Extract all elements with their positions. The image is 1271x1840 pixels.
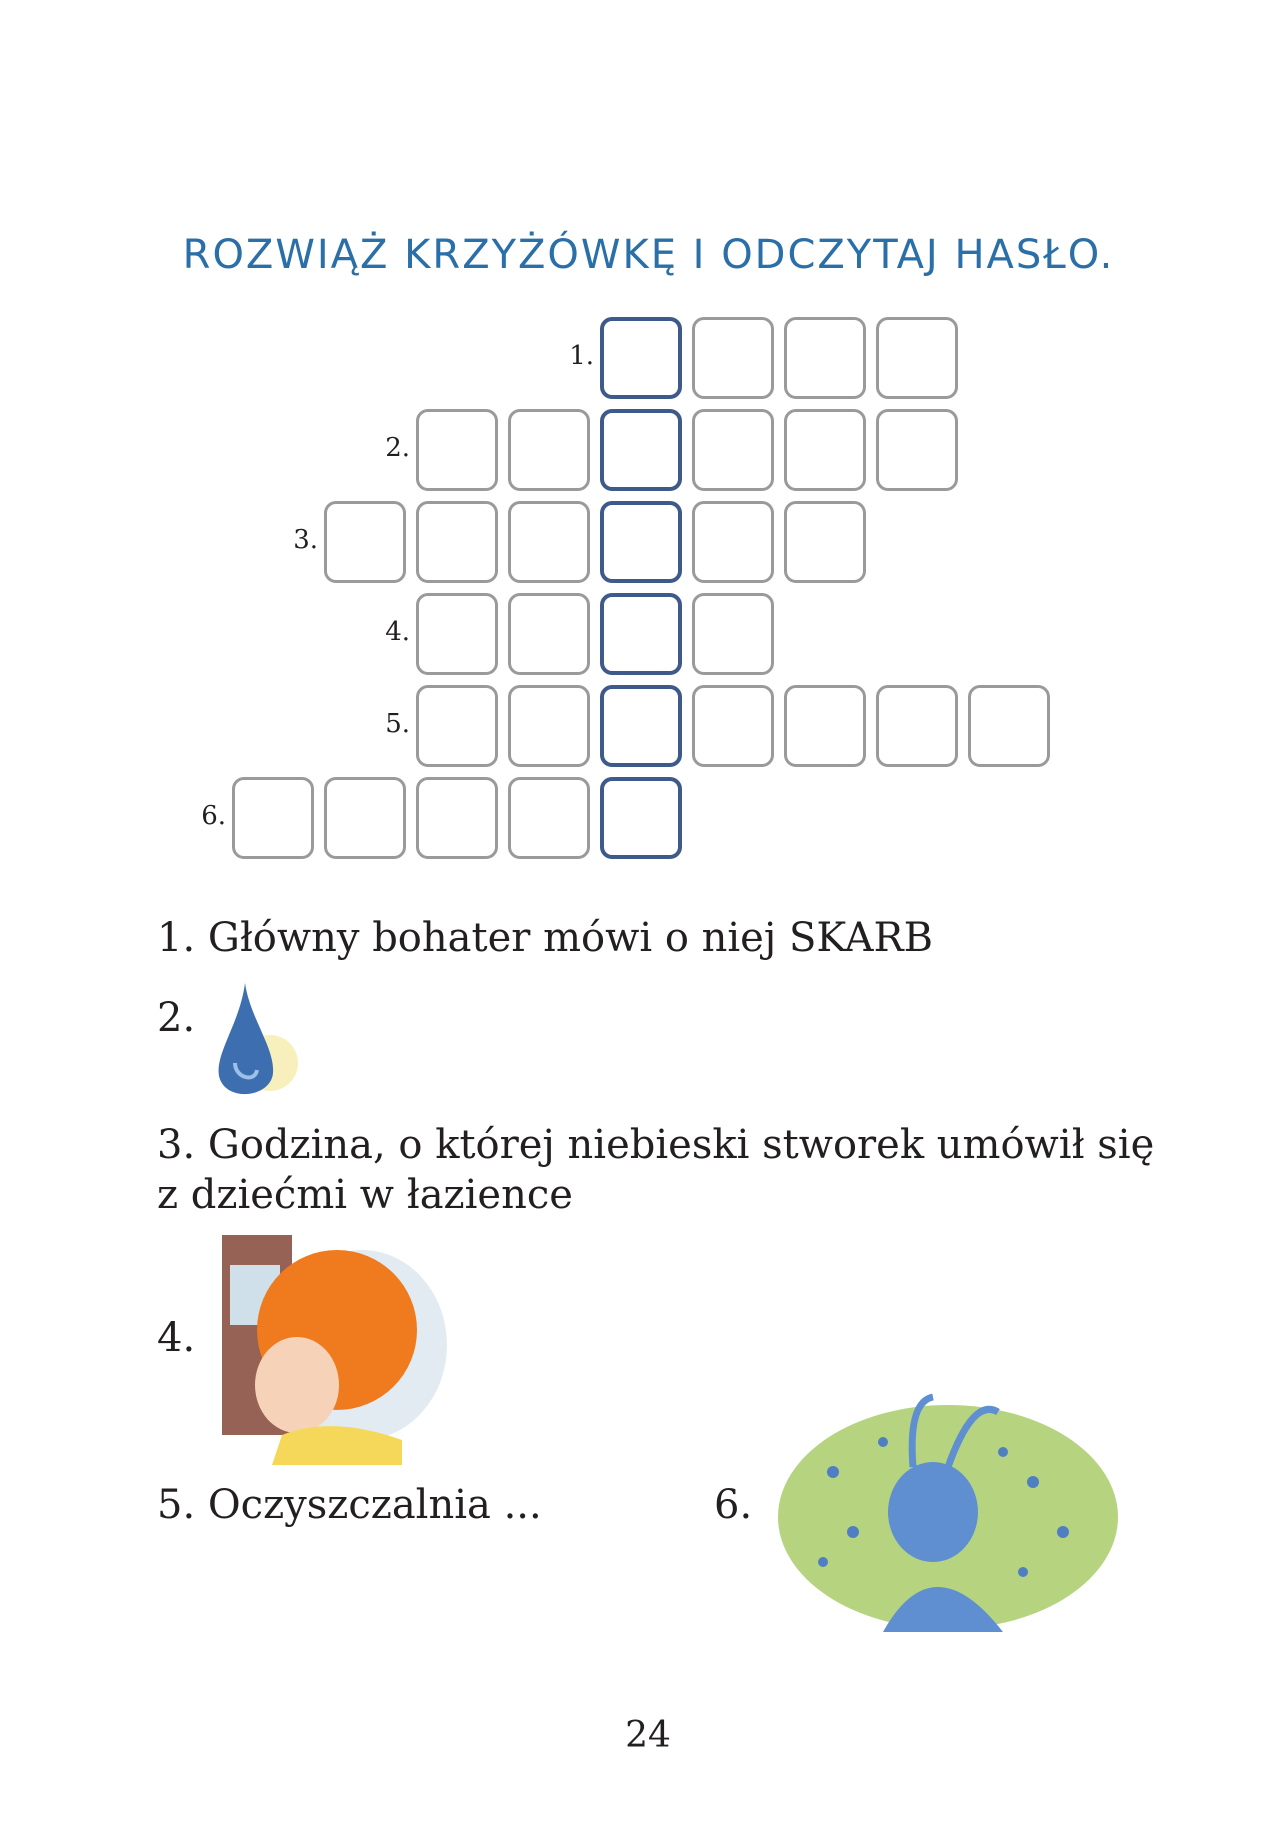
crossword-cell[interactable] [876,685,958,767]
crossword-cell[interactable] [416,409,498,491]
crossword-cell[interactable] [416,593,498,675]
clue-1: 1. Główny bohater mówi o niej SKARB [157,915,934,961]
row-number: 6. [201,801,226,831]
crossword-cell[interactable] [784,317,866,399]
crossword-cell[interactable] [876,409,958,491]
row-number: 4. [385,617,410,647]
crossword-cell[interactable] [692,501,774,583]
crossword-cell[interactable] [876,317,958,399]
blue-water-creature-illustration [778,1393,1118,1632]
crossword-cell[interactable] [508,685,590,767]
clue-5: 5. Oczyszczalnia ... [157,1482,542,1528]
crossword-cell[interactable] [968,685,1050,767]
page-title: ROZWIĄŻ KRZYŻÓWKĘ I ODCZYTAJ HASŁO. [182,232,1115,278]
crossword-cell[interactable] [692,685,774,767]
crossword-cell[interactable] [508,777,590,859]
crossword-cell[interactable] [232,777,314,859]
crossword-cell[interactable] [784,685,866,767]
red-haired-child-illustration [222,1235,447,1465]
clue-3-line1: 3. Godzina, o której niebieski stworek u… [157,1122,1155,1168]
crossword-key-cell[interactable] [600,685,682,767]
crossword-key-cell[interactable] [600,409,682,491]
clue-2-number: 2. [157,995,196,1041]
crossword-cell[interactable] [416,777,498,859]
crossword-cell[interactable] [416,685,498,767]
crossword-cell[interactable] [692,409,774,491]
crossword-key-cell[interactable] [600,501,682,583]
crossword-cell[interactable] [508,593,590,675]
row-number: 1. [569,341,594,371]
crossword-key-cell[interactable] [600,317,682,399]
row-number: 5. [385,709,410,739]
crossword-cell[interactable] [324,501,406,583]
crossword-cell[interactable] [508,501,590,583]
crossword-key-cell[interactable] [600,777,682,859]
row-number: 3. [293,525,318,555]
crossword-cell[interactable] [692,593,774,675]
crossword-cell[interactable] [692,317,774,399]
clue-4-number: 4. [157,1315,196,1361]
clue-3-line2: z dziećmi w łazience [157,1172,573,1218]
water-drop-illustration [218,983,298,1095]
crossword-cell[interactable] [324,777,406,859]
crossword-cell[interactable] [784,501,866,583]
crossword-cell[interactable] [784,409,866,491]
crossword-cell[interactable] [416,501,498,583]
crossword-cell[interactable] [508,409,590,491]
row-number: 2. [385,433,410,463]
page-number: 24 [625,1715,671,1756]
crossword-key-cell[interactable] [600,593,682,675]
clue-6-number: 6. [714,1482,753,1528]
